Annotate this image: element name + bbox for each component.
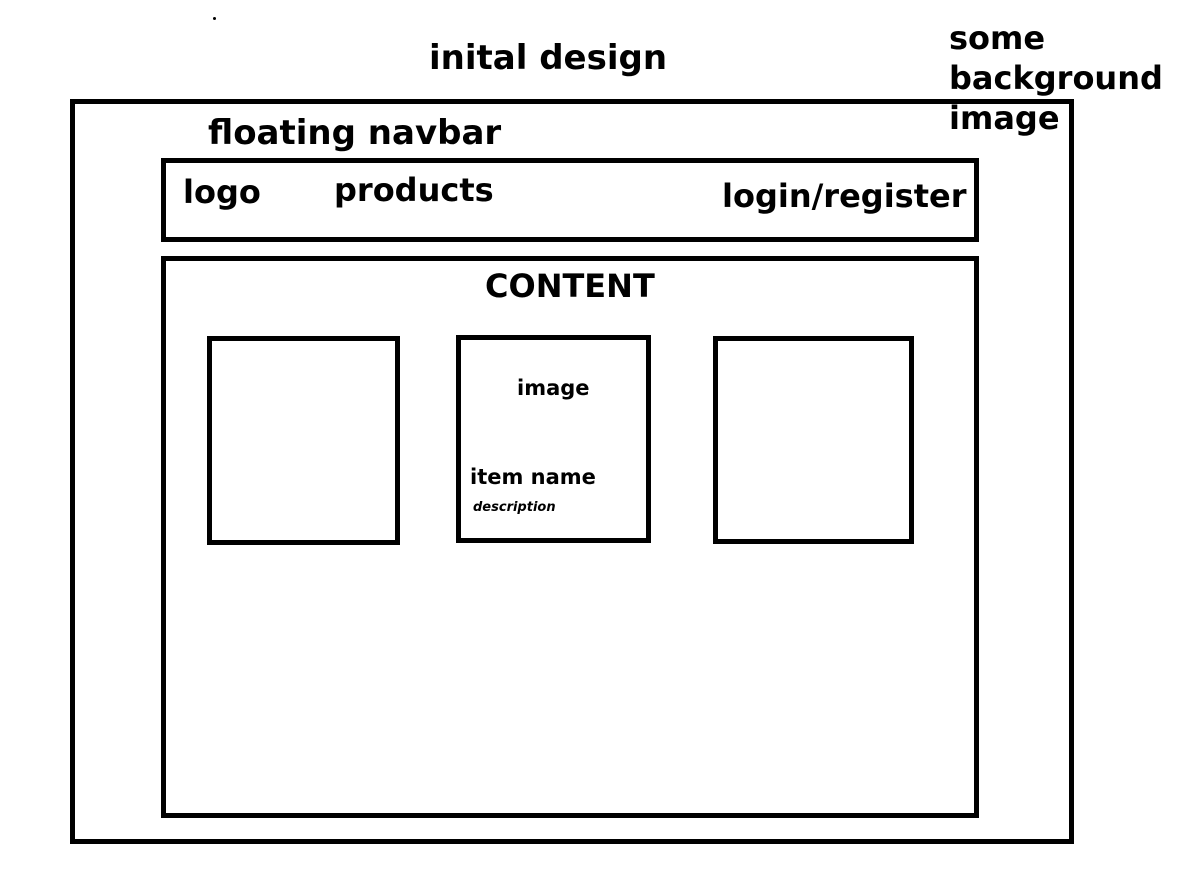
card-item-name: item name: [470, 465, 596, 489]
nav-login-register-link[interactable]: login/register: [722, 177, 967, 215]
background-image-note: some background image: [949, 18, 1179, 138]
card-image-placeholder: image: [517, 376, 590, 400]
content-area: [161, 256, 979, 818]
navbar: [161, 158, 979, 242]
page-frame: [70, 99, 1074, 844]
page-title: inital design: [429, 38, 668, 78]
product-card[interactable]: [713, 336, 914, 544]
background-note-line: image: [949, 99, 1060, 137]
stray-dot: [213, 17, 216, 20]
card-description: description: [473, 500, 556, 515]
background-note-line: some: [949, 19, 1046, 57]
nav-products-link[interactable]: products: [334, 171, 494, 209]
product-card[interactable]: [207, 336, 400, 545]
product-card-featured[interactable]: [456, 335, 651, 543]
nav-logo[interactable]: logo: [183, 173, 261, 211]
background-note-line: background: [949, 59, 1163, 97]
navbar-caption: floating navbar: [208, 113, 502, 153]
content-title: CONTENT: [485, 267, 655, 305]
